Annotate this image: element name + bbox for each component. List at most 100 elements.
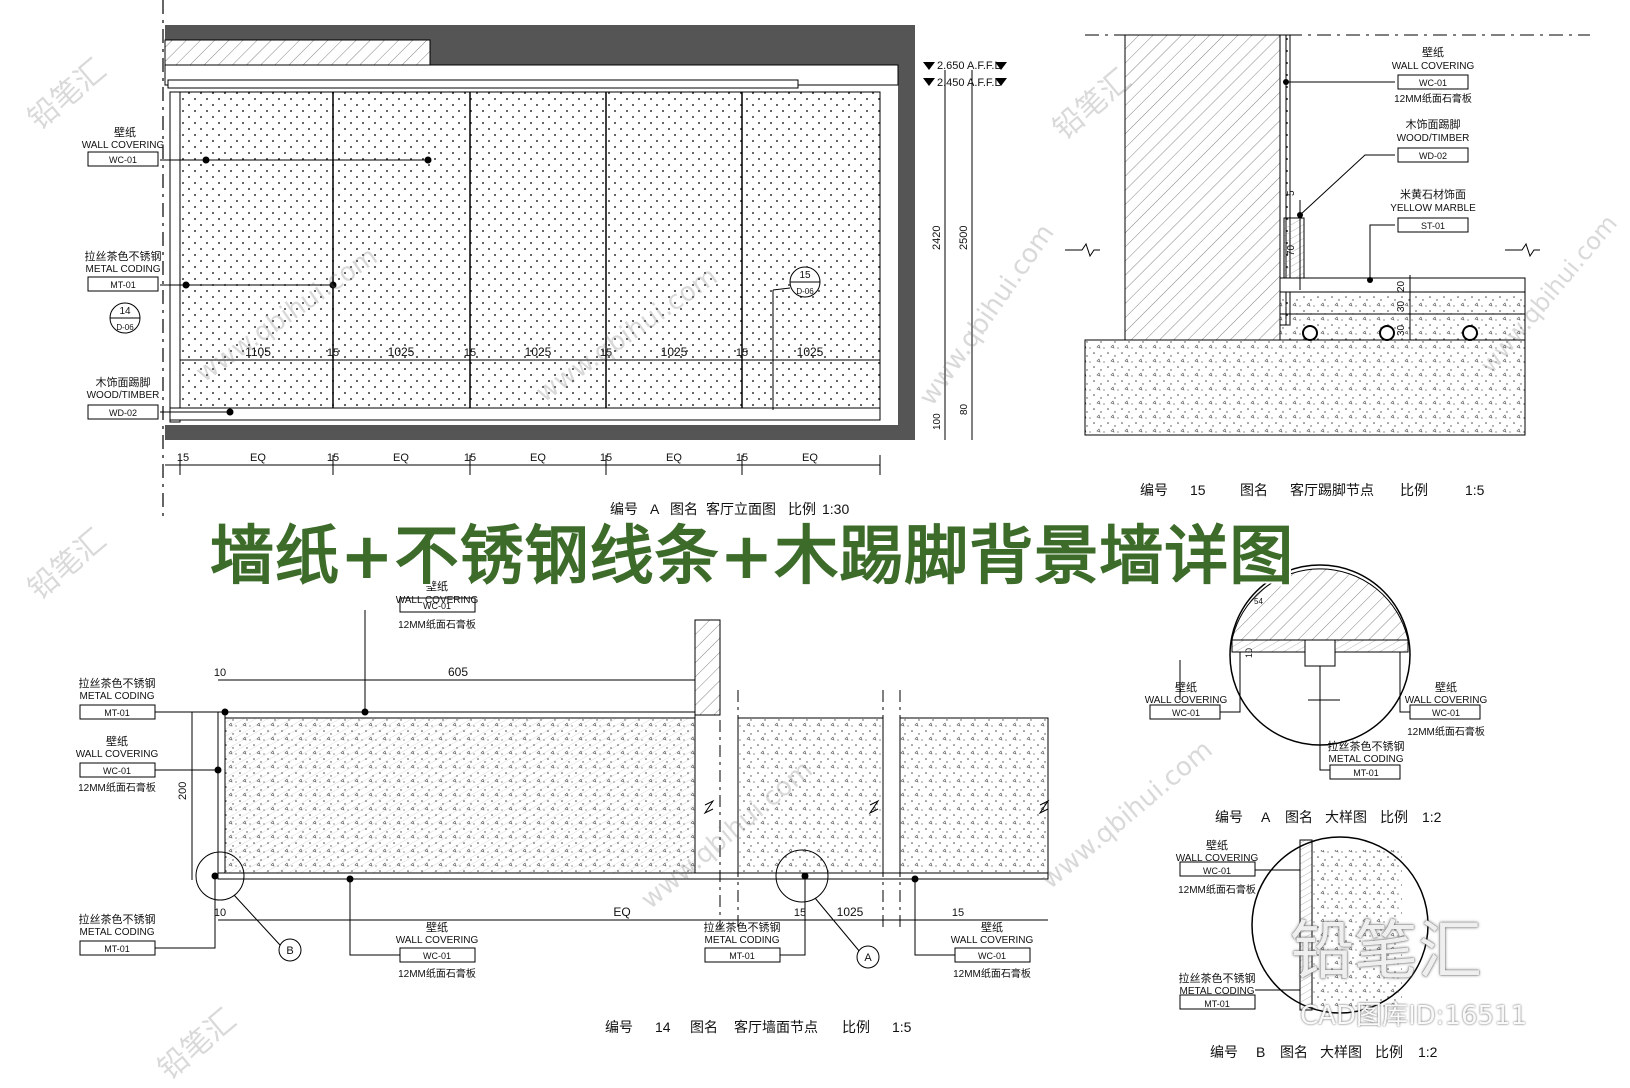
dim-top-5: 15: [600, 347, 612, 359]
watermark-library-id: CAD图库ID:16511: [1300, 1001, 1528, 1031]
da-wc2-cn: 壁纸: [1435, 680, 1457, 694]
sk-caption-name-label: 图名: [1240, 482, 1268, 498]
sk-dim-30b: 30: [1396, 324, 1407, 336]
sk-wd-cn: 木饰面踢脚: [1406, 117, 1461, 131]
tag-wc-cn: 壁纸: [114, 125, 136, 139]
sk-caption-scale: 1:5: [1465, 482, 1485, 498]
sec-wc3-cn: 壁纸: [426, 920, 448, 934]
sec-mt1-code: MT-01: [104, 708, 130, 718]
tag-wd-cn: 木饰面踢脚: [96, 375, 151, 389]
sk-caption-no-label: 编号: [1140, 482, 1168, 498]
dim-bot-4: 15: [464, 452, 476, 464]
caption-scale: 1:30: [822, 501, 849, 517]
dim-bot-2: 15: [327, 452, 339, 464]
skirting-caption: 编号 15 图名 客厅踢脚节点 比例 1:5: [1140, 482, 1485, 498]
sec-mt3-cn: 拉丝茶色不锈钢: [704, 920, 781, 934]
tag-mt-cn: 拉丝茶色不锈钢: [85, 249, 162, 263]
dim-bot-6: 15: [600, 452, 612, 464]
elevation-tags: [87, 151, 159, 420]
sec-wc2-note: 12MM纸面石膏板: [78, 781, 156, 794]
tag-wd-code: WD-02: [109, 408, 137, 418]
dim-top-3: 15: [464, 347, 476, 359]
sk-st-code: ST-01: [1421, 221, 1445, 231]
dim-v-100: 100: [932, 413, 943, 430]
sk-dim-20: 20: [1396, 280, 1407, 292]
callout-b: B: [286, 945, 293, 957]
sec-wc4-code: WC-01: [978, 951, 1006, 961]
sec-dim-605: 605: [448, 665, 468, 679]
skirting-detail-drawing: [1065, 34, 1590, 436]
sec-wc4-en: WALL COVERING: [951, 935, 1034, 946]
dim-bot-9: EQ: [802, 452, 818, 464]
level-2650: 2.650 A.F.F.L: [937, 60, 1001, 72]
da-mt-cn: 拉丝茶色不锈钢: [1328, 739, 1405, 753]
dim-top-4: 1025: [525, 345, 552, 359]
da-wc2-note: 12MM纸面石膏板: [1407, 725, 1485, 738]
dim-bot-7: EQ: [666, 452, 682, 464]
sec-wc1-cn: 壁纸: [426, 579, 448, 593]
db-wc-code: WC-01: [1203, 866, 1231, 876]
db-caption-name: 大样图: [1320, 1044, 1362, 1060]
dim-bot-0: 15: [177, 452, 189, 464]
callout-14-ref: D-06: [116, 323, 134, 332]
sec-dim-15b: 15: [952, 907, 964, 919]
db-caption-no-label: 编号: [1210, 1044, 1238, 1060]
sec-caption-scale: 1:5: [892, 1019, 912, 1035]
sk-dim-30a: 30: [1396, 300, 1407, 312]
tag-wd-en: WOOD/TIMBER: [87, 390, 160, 401]
sk-wd-en: WOOD/TIMBER: [1397, 133, 1470, 144]
dim-v-2500: 2500: [958, 226, 970, 250]
dim-top-8: 1025: [797, 345, 824, 359]
dim-top-1: 15: [327, 347, 339, 359]
sec-mt3-code: MT-01: [729, 951, 755, 961]
da-caption-name-label: 图名: [1285, 809, 1313, 825]
dim-bot-3: EQ: [393, 452, 409, 464]
db-caption-scale: 1:2: [1418, 1044, 1438, 1060]
callout-15-ref: D-06: [796, 287, 814, 296]
sec-dim-10b: 10: [214, 907, 226, 919]
sk-caption-scale-label: 比例: [1400, 482, 1428, 498]
sec-caption-no-label: 编号: [605, 1019, 633, 1035]
sk-dim-5: 5: [1286, 190, 1297, 196]
sec-wc1-code: WC-01: [423, 601, 451, 611]
da-mt-code: MT-01: [1353, 768, 1379, 778]
da-wc1-en: WALL COVERING: [1145, 695, 1228, 706]
sec-caption-name: 客厅墙面节点: [734, 1019, 818, 1035]
da-wc1-cn: 壁纸: [1175, 680, 1197, 694]
da-dim-10: 10: [1244, 648, 1254, 658]
sk-st-en: YELLOW MARBLE: [1390, 203, 1476, 214]
db-mt-code: MT-01: [1204, 999, 1230, 1009]
sec-mt2-en: METAL CODING: [79, 927, 154, 938]
sec-mt2-code: MT-01: [104, 944, 130, 954]
da-caption-scale-label: 比例: [1380, 809, 1408, 825]
sec-dim-200: 200: [177, 782, 189, 800]
sk-st-cn: 米黄石材饰面: [1400, 187, 1466, 201]
tag-wc-code: WC-01: [109, 155, 137, 165]
tag-mt-code: MT-01: [110, 280, 136, 290]
dim-top-2: 1025: [388, 345, 415, 359]
sk-caption-name: 客厅踢脚节点: [1290, 482, 1374, 498]
caption-scale-label: 比例: [788, 501, 816, 517]
sec-mt1-en: METAL CODING: [79, 691, 154, 702]
sec-mt2-cn: 拉丝茶色不锈钢: [79, 912, 156, 926]
elevation-drawing: [109, 0, 1007, 520]
callout-15-num: 15: [799, 270, 811, 281]
sec-wc3-code: WC-01: [423, 951, 451, 961]
sec-wc2-code: WC-01: [103, 766, 131, 776]
main-title: 墙纸+不锈钢线条+木踢脚背景墙详图: [210, 520, 1295, 594]
sec-wc1-en: WALL COVERING: [396, 595, 479, 606]
sk-wc-en: WALL COVERING: [1392, 61, 1475, 72]
dim-top-0: 1105: [245, 345, 271, 359]
dim-bot-1: EQ: [250, 452, 266, 464]
sk-wc-cn: 壁纸: [1422, 45, 1444, 59]
caption-name-label: 图名: [670, 501, 698, 517]
da-wc1-code: WC-01: [1172, 708, 1200, 718]
da-wc2-code: WC-01: [1432, 708, 1460, 718]
sec-dim-10a: 10: [214, 667, 226, 679]
tag-wc-en: WALL COVERING: [82, 140, 165, 151]
wall-section-drawing: [79, 597, 1050, 969]
sk-caption-no: 15: [1190, 482, 1206, 498]
db-mt-cn: 拉丝茶色不锈钢: [1179, 971, 1256, 985]
watermark-brand: 铅笔汇: [1290, 915, 1482, 989]
